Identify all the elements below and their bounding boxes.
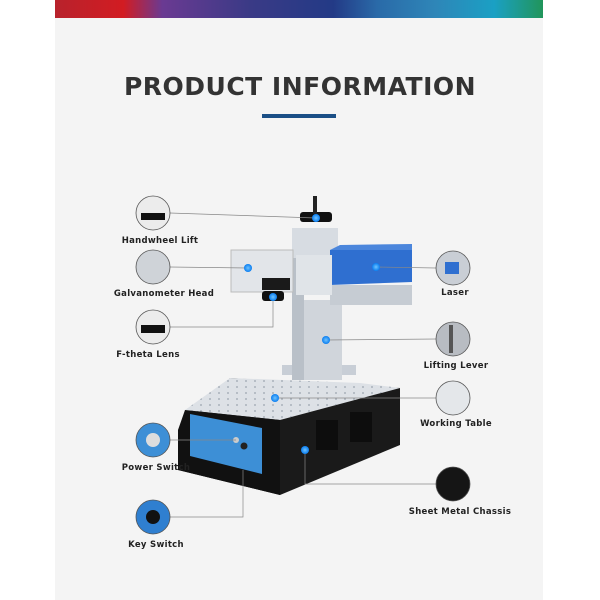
laser-unit <box>296 244 412 305</box>
label-lifting-lever: Lifting Lever <box>423 361 489 371</box>
leader-lines <box>169 212 437 518</box>
marker-dot <box>372 263 380 271</box>
galvo-thumbnail <box>135 249 171 285</box>
marker-dot <box>244 264 252 272</box>
label-galvanometer-head: Galvanometer Head <box>113 289 215 299</box>
marker-dot <box>271 394 279 402</box>
label-power-switch: Power Switch <box>121 463 191 473</box>
marker-dot <box>322 336 330 344</box>
marker-dot <box>269 293 277 301</box>
marker-dot <box>312 214 320 222</box>
color-banner <box>55 0 543 18</box>
title-underline <box>262 114 336 118</box>
marker-dot <box>301 446 309 454</box>
markers <box>244 214 380 454</box>
label-sheet-metal-chassis: Sheet Metal Chassis <box>408 507 512 517</box>
label-laser: Laser <box>441 288 469 298</box>
table-thumbnail <box>435 380 471 416</box>
page-title: PRODUCT INFORMATION <box>123 72 477 101</box>
label-f-theta-lens: F-theta Lens <box>116 350 180 360</box>
label-key-switch: Key Switch <box>128 540 184 550</box>
label-working-table: Working Table <box>420 419 492 429</box>
galvanometer-unit <box>230 249 294 301</box>
machine-chassis <box>178 378 400 495</box>
label-handwheel-lift: Handwheel Lift <box>121 236 199 246</box>
chassis-thumbnail <box>435 466 471 502</box>
